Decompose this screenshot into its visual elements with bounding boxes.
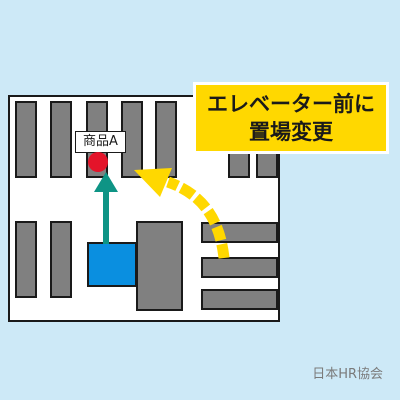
product-a-label: 商品A [75, 131, 126, 153]
green-arrow [94, 172, 118, 244]
callout-box: エレベーター前に 置場変更 [193, 82, 389, 154]
shelf [50, 101, 72, 178]
logo-text: 日本HR協会 [312, 367, 383, 382]
shelf [201, 257, 278, 278]
product-a-marker [88, 152, 108, 172]
callout-line-2: 置場変更 [249, 120, 333, 144]
shelf [201, 289, 278, 310]
callout-line-1: エレベーター前に [207, 92, 375, 116]
large-shelf [136, 221, 183, 311]
shelf [15, 221, 37, 298]
shelf [15, 101, 37, 178]
elevator-block [87, 242, 137, 287]
shelf [50, 221, 72, 298]
yellow-dashed-arrow [134, 168, 230, 259]
